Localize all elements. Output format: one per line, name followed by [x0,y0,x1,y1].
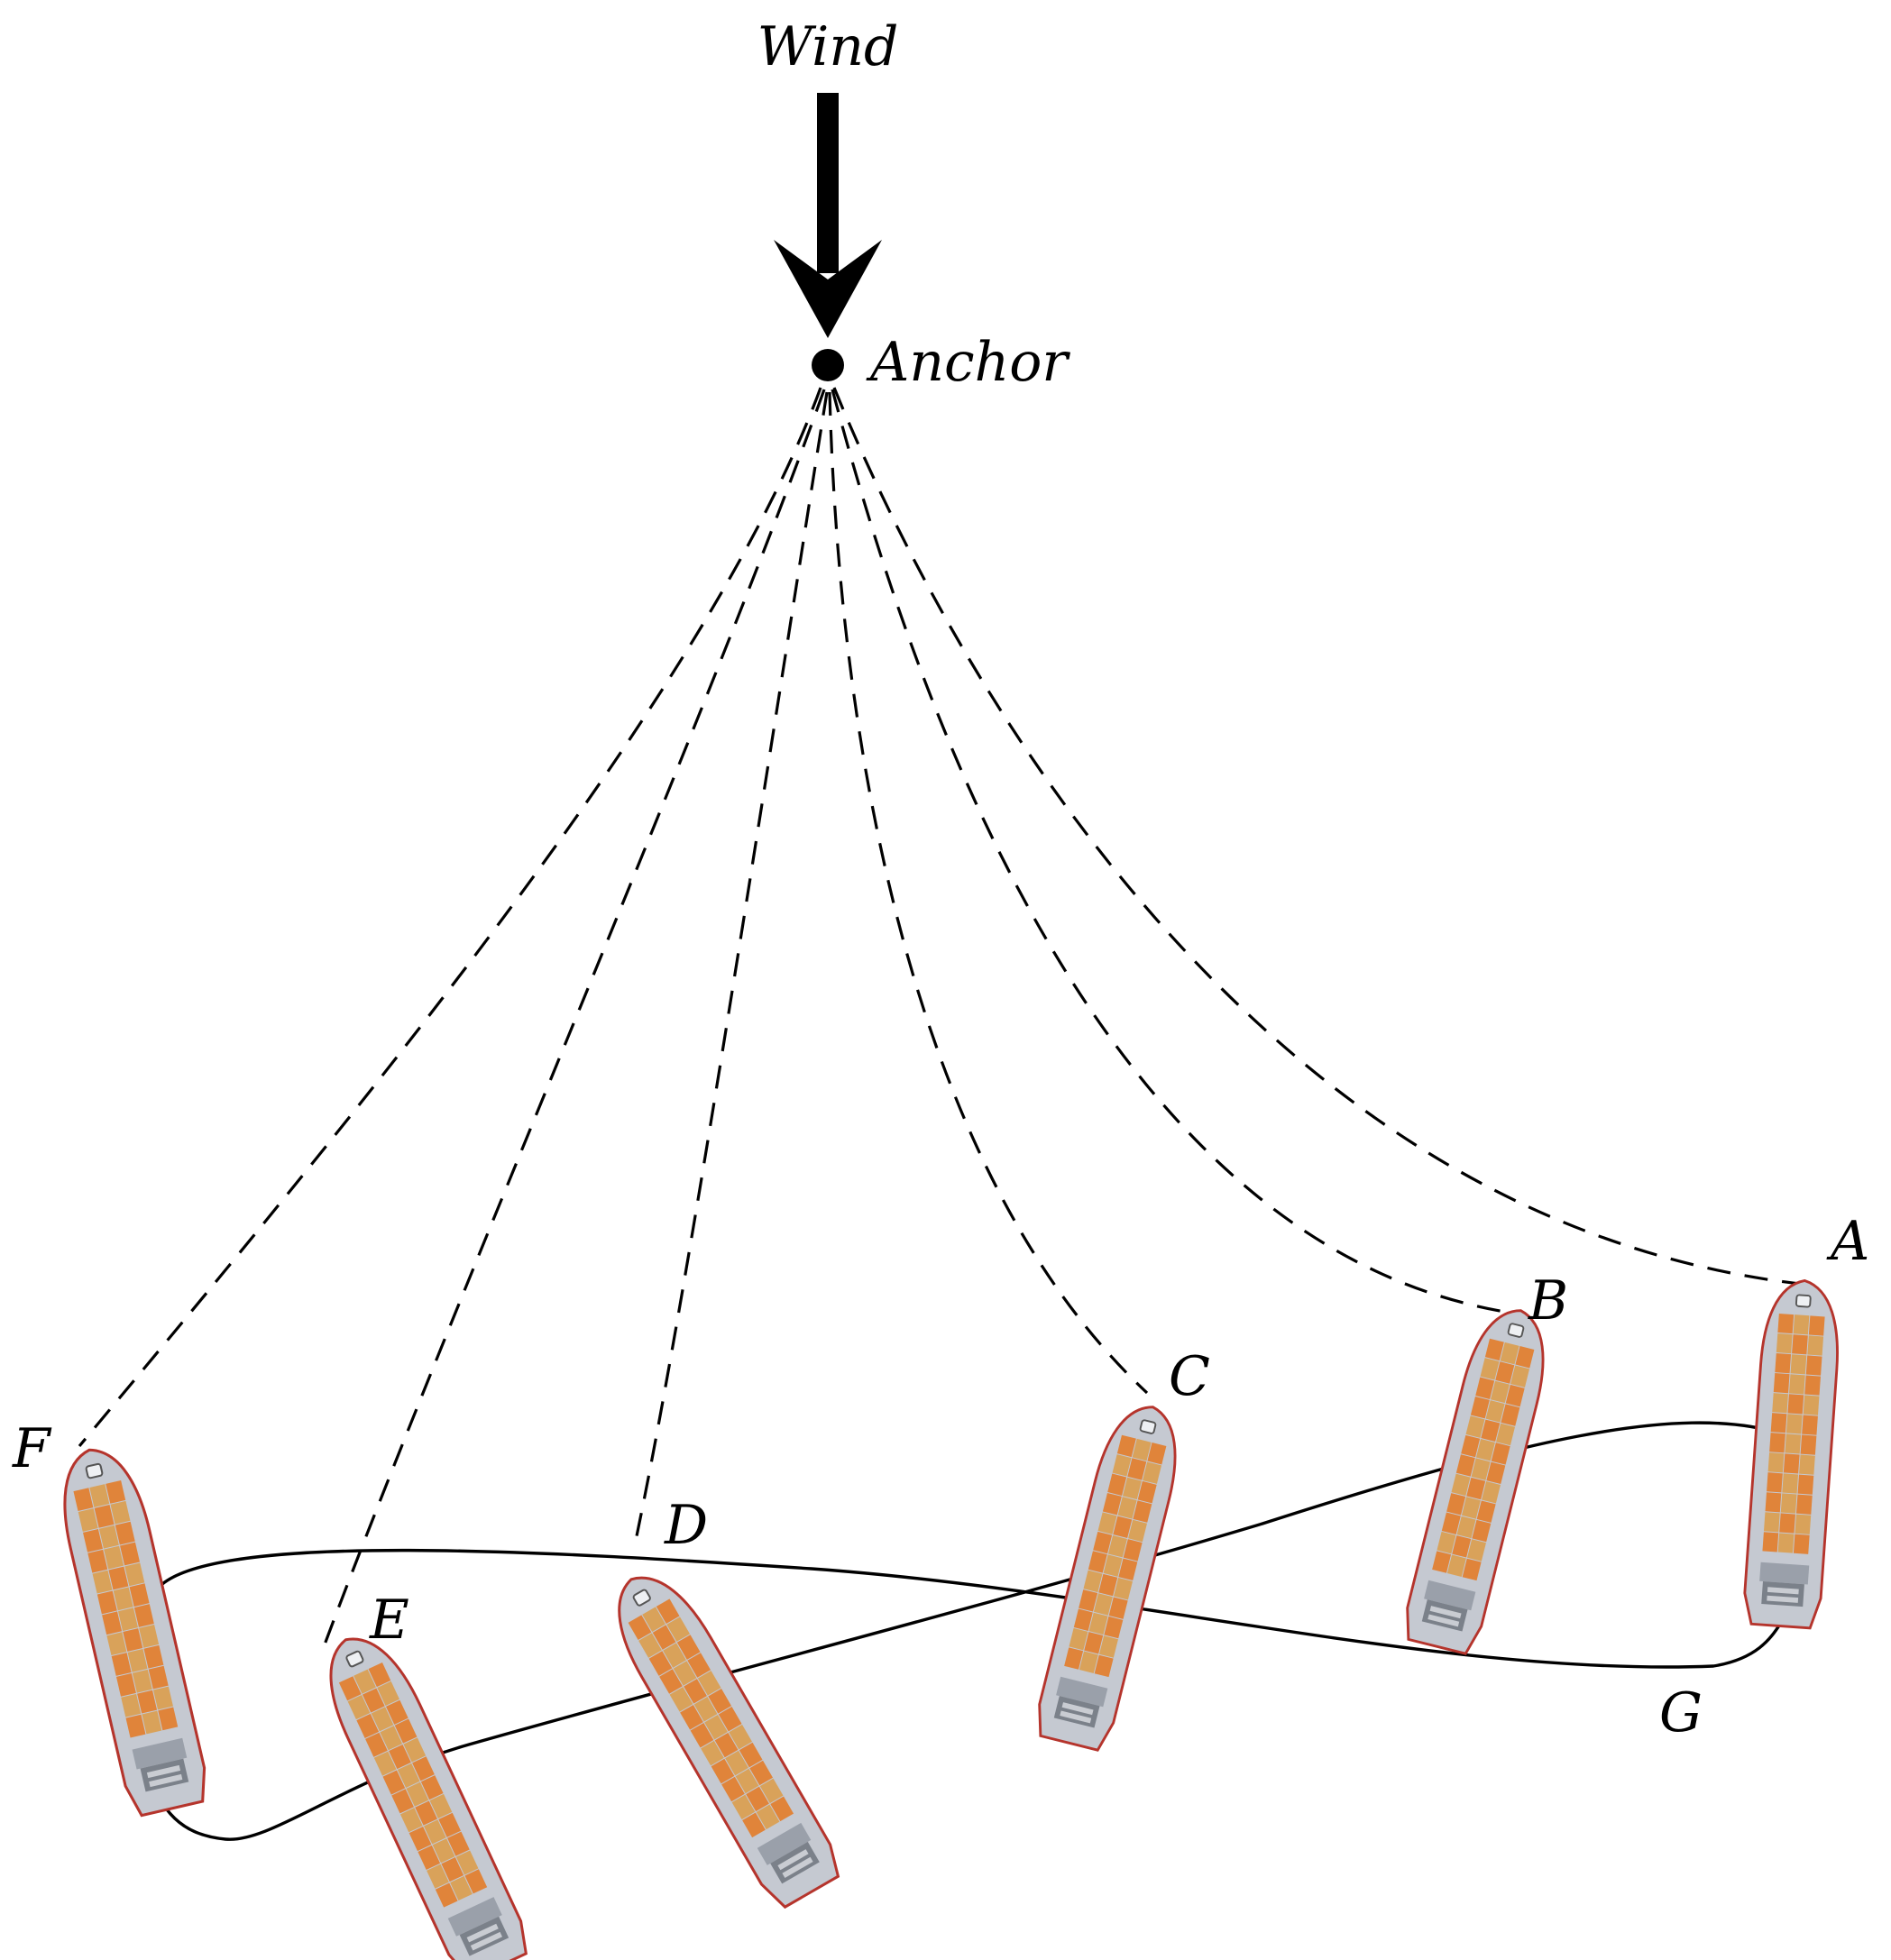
ship-label-c: C [1169,1345,1210,1408]
ship-label-d: D [664,1494,708,1557]
rope-to-d [632,391,829,1550]
ship-label-f: F [12,1417,52,1480]
ships [48,1277,1844,1960]
wind-label: Wind [757,15,899,78]
rope-to-b [831,389,1511,1314]
anchor-dot-icon [812,349,844,381]
rope-to-f [78,387,822,1448]
rope-to-c [828,391,1149,1395]
anchor-ropes [78,387,1809,1645]
trajectory-g [161,1548,1783,1669]
container-ship-icon-d [595,1558,848,1913]
ship-label-a: A [1826,1210,1869,1273]
rope-to-e [323,389,826,1645]
ship-label-b: B [1528,1269,1568,1333]
trajectory-label-g: G [1659,1681,1703,1745]
anchor-label: Anchor [866,331,1070,394]
ship-label-e: E [369,1589,409,1652]
container-ship-icon-a [1741,1277,1844,1630]
trajectory-g-return [142,1421,1782,1841]
container-ship-icon-b [1399,1300,1559,1657]
container-ship-icon-f [48,1439,214,1819]
rope-to-a [832,387,1809,1287]
wind-arrow-icon [774,93,882,338]
container-ship-icon-c [1031,1397,1191,1754]
container-ship-icon-e [308,1621,536,1960]
